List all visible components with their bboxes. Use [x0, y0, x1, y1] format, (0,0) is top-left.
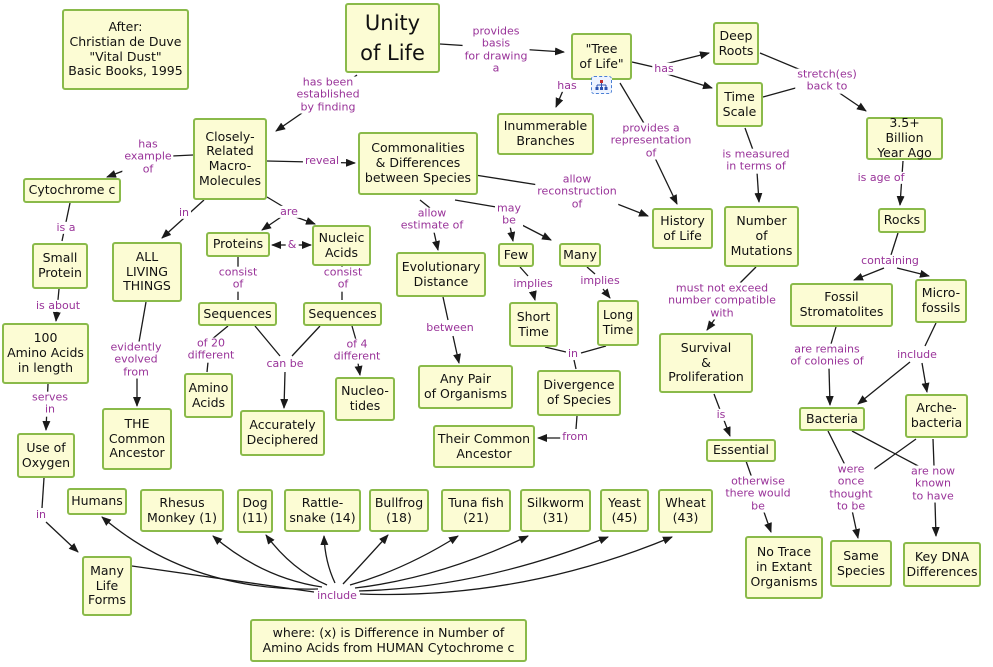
node-essential[interactable]: Essential — [706, 439, 776, 462]
label-include-bottom: include — [315, 588, 359, 603]
label-serves-in: serves in — [29, 390, 71, 417]
node-evolutionary-distance[interactable]: Evolutionary Distance — [396, 252, 486, 297]
node-deep-roots[interactable]: Deep Roots — [713, 22, 759, 65]
tree-diagram-glyph — [595, 79, 608, 90]
label-is-a: is a — [54, 220, 78, 235]
node-rattlesnake[interactable]: Rattle- snake (14) — [284, 489, 361, 532]
node-micro-fossils[interactable]: Micro- fossils — [915, 279, 967, 323]
label-between: between — [424, 320, 476, 335]
node-humans[interactable]: Humans — [67, 488, 127, 515]
node-wheat[interactable]: Wheat (43) — [658, 489, 713, 533]
node-3-5-billion-year-ago[interactable]: 3.5+ Billion Year Ago — [866, 116, 943, 160]
node-bacteria[interactable]: Bacteria — [799, 407, 865, 431]
node-small-protein[interactable]: Small Protein — [32, 243, 88, 289]
node-commonalities-and-differences[interactable]: Commonalities & Differences between Spec… — [358, 132, 478, 195]
label-reveal: reveal — [302, 153, 342, 168]
label-implies-left: implies — [511, 276, 555, 291]
node-silkworm[interactable]: Silkworm (31) — [520, 489, 591, 532]
node-history-of-life[interactable]: History of Life — [652, 208, 713, 249]
node-number-of-mutations[interactable]: Number of Mutations — [724, 206, 799, 267]
label-from: from — [560, 429, 590, 444]
node-nucleotides[interactable]: Nucleo- tides — [335, 377, 395, 421]
node-few[interactable]: Few — [498, 243, 534, 267]
label-in-div: in — [565, 346, 581, 361]
label-were-once: were once thought to be — [827, 462, 875, 513]
node-long-time[interactable]: Long Time — [597, 300, 639, 346]
node-rocks[interactable]: Rocks — [878, 208, 926, 233]
node-tree-of-life[interactable]: "Tree of Life" — [571, 33, 632, 80]
node-sequences-protein[interactable]: Sequences — [198, 302, 277, 326]
tree-diagram-icon[interactable] — [591, 76, 612, 94]
label-is-ess: is — [714, 407, 728, 422]
node-rhesus-monkey[interactable]: Rhesus Monkey (1) — [140, 489, 224, 532]
node-closely-related-macro-molecules[interactable]: Closely- Related Macro- Molecules — [193, 118, 267, 200]
node-arche-bacteria[interactable]: Arche- bacteria — [905, 394, 968, 438]
node-innumerable-branches[interactable]: Inummerable Branches — [497, 113, 594, 155]
node-time-scale[interactable]: Time Scale — [716, 82, 763, 127]
label-allow-recon: allow reconstruction of — [535, 172, 619, 211]
node-nucleic-acids[interactable]: Nucleic Acids — [312, 225, 371, 266]
node-no-trace-in-extant-organisms[interactable]: No Trace in Extant Organisms — [745, 536, 823, 599]
label-provides-rep: provides a representation of — [608, 121, 694, 160]
label-amp: & — [285, 237, 299, 252]
label-established: has been established by finding — [294, 75, 362, 114]
label-must-not: must not exceed number compatible with — [666, 281, 778, 320]
label-include-micro: include — [895, 347, 939, 362]
label-is-age: is age of — [855, 170, 907, 185]
node-amino-acids[interactable]: Amino Acids — [184, 373, 233, 418]
node-key-dna-differences[interactable]: Key DNA Differences — [903, 542, 981, 587]
label-in-all: in — [176, 205, 192, 220]
label-remains: are remains of colonies of — [788, 342, 866, 369]
node-sequences-nucleic[interactable]: Sequences — [303, 302, 382, 326]
node-attribution[interactable]: After: Christian de Duve "Vital Dust" Ba… — [62, 9, 189, 90]
node-all-living-things[interactable]: ALL LIVING THINGS — [112, 242, 182, 302]
label-is-about: is about — [33, 298, 83, 313]
label-can-be: can be — [264, 356, 306, 371]
label-in-many: in — [33, 507, 49, 522]
node-tuna-fish[interactable]: Tuna fish (21) — [441, 489, 511, 532]
label-implies-right: implies — [578, 273, 622, 288]
label-are: are — [278, 204, 300, 219]
node-many-life-forms[interactable]: Many Life Forms — [82, 556, 132, 616]
node-fossil-stromatolites[interactable]: Fossil Stromatolites — [790, 283, 893, 327]
node-yeast[interactable]: Yeast (45) — [600, 489, 649, 532]
label-may-be: may be — [495, 201, 523, 228]
label-allow-est: allow estimate of — [398, 206, 466, 233]
node-proteins[interactable]: Proteins — [206, 232, 270, 257]
label-stretches: stretch(es) back to — [795, 67, 859, 94]
label-otherwise: otherwise there would be — [723, 474, 793, 513]
node-their-common-ancestor[interactable]: Their Common Ancestor — [433, 425, 535, 468]
label-has-example: has example of — [122, 137, 174, 176]
node-100-amino-acids[interactable]: 100 Amino Acids in length — [2, 323, 89, 384]
node-same-species[interactable]: Same Species — [830, 540, 892, 587]
node-survival-and-proliferation[interactable]: Survival & Proliferation — [659, 333, 753, 393]
node-dog[interactable]: Dog (11) — [237, 489, 273, 533]
node-legend-note[interactable]: where: (x) is Difference in Number of Am… — [250, 619, 527, 662]
node-divergence-of-species[interactable]: Divergence of Species — [537, 370, 621, 416]
node-cytochrome-c[interactable]: Cytochrome c — [23, 178, 121, 203]
node-the-common-ancestor[interactable]: THE Common Ancestor — [102, 408, 172, 470]
node-short-time[interactable]: Short Time — [509, 302, 558, 347]
label-has-tree-left: has — [555, 78, 579, 93]
label-containing: containing — [859, 253, 921, 268]
node-use-of-oxygen[interactable]: Use of Oxygen — [17, 433, 75, 478]
node-many[interactable]: Many — [559, 243, 601, 267]
node-any-pair-of-organisms[interactable]: Any Pair of Organisms — [418, 365, 513, 409]
label-of4: of 4 different — [331, 337, 383, 364]
label-has-tree-right: has — [652, 61, 676, 76]
label-evidently: evidently evolved from — [108, 340, 164, 379]
label-consist-right: consist of — [321, 265, 365, 292]
node-bullfrog[interactable]: Bullfrog (18) — [369, 489, 429, 532]
node-accurately-deciphered[interactable]: Accurately Deciphered — [240, 410, 325, 456]
label-of20: of 20 different — [185, 336, 237, 363]
node-unity-of-life[interactable]: Unity of Life — [345, 3, 440, 73]
label-provides-basis: provides basis for drawing a — [462, 24, 530, 75]
label-measured: is measured in terms of — [720, 147, 792, 174]
label-consist-left: consist of — [216, 265, 260, 292]
label-are-now: are now known to have — [909, 464, 957, 503]
